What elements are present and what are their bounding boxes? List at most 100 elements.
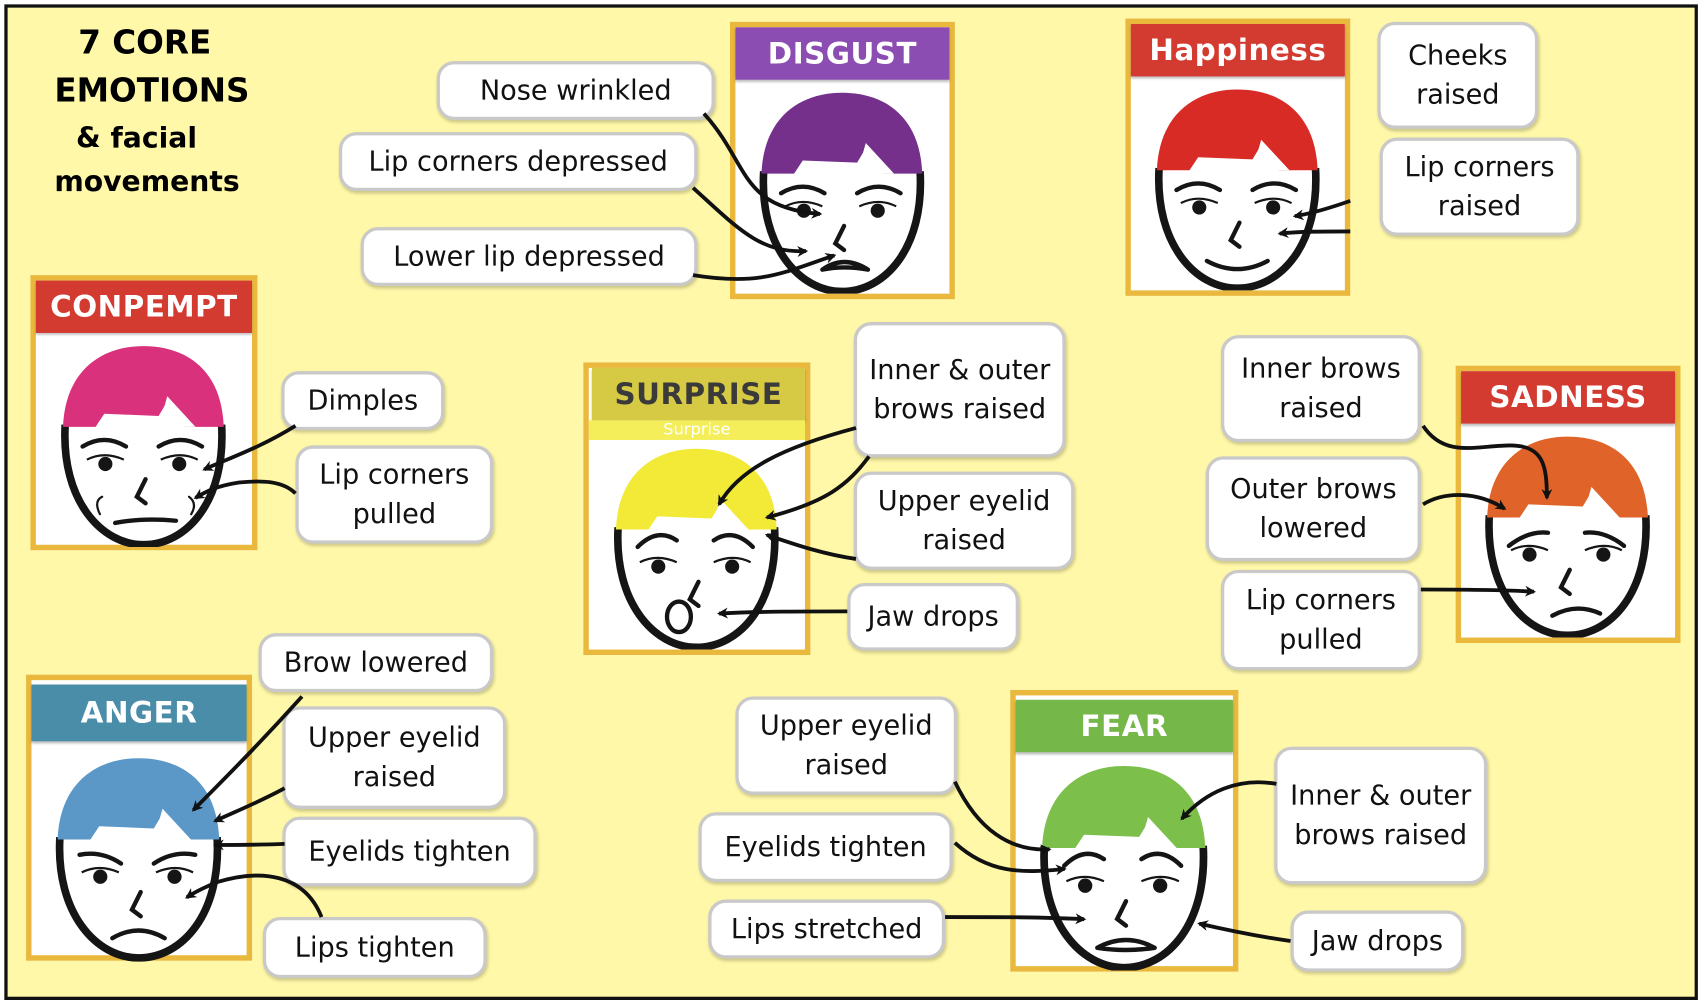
hair-part <box>857 143 895 174</box>
left-brow <box>80 437 129 449</box>
happiness-label-cheeks-raised: Cheeks raised <box>1377 21 1539 129</box>
left-eyelid <box>86 454 125 461</box>
hair-part <box>1252 139 1290 171</box>
hair <box>615 448 777 530</box>
left-eyelid <box>1180 197 1219 205</box>
left-eye <box>93 869 108 884</box>
left-eye <box>1522 547 1537 562</box>
right-eyelid <box>1254 197 1293 205</box>
right-eye <box>172 456 187 472</box>
left-eye <box>98 456 113 472</box>
hair <box>57 758 220 840</box>
hair <box>761 92 923 174</box>
title-line-4: movements <box>54 165 240 199</box>
fear-label-jaw-drops: Jaw drops <box>1290 910 1465 972</box>
contempt-card: CONPEMPT <box>30 275 258 551</box>
right-eye <box>167 869 182 884</box>
surprise-card: SURPRISE Surprise <box>583 362 811 656</box>
left-brow <box>1506 530 1551 549</box>
right-eye <box>870 203 885 218</box>
left-eyelid <box>1510 544 1549 552</box>
hair <box>1156 89 1318 171</box>
left-brow <box>77 851 124 866</box>
right-brow <box>1582 530 1627 549</box>
happiness-card: Happiness <box>1125 18 1351 296</box>
hair <box>1042 766 1206 849</box>
fear-label-lips-stretched: Lips stretched <box>708 899 946 959</box>
mouth <box>664 599 694 635</box>
right-eyelid <box>858 200 897 208</box>
left-brow <box>1062 851 1107 868</box>
fear-header: FEAR <box>1015 699 1233 753</box>
mouth <box>1550 606 1603 618</box>
left-brow <box>1174 181 1223 193</box>
nose <box>1228 220 1242 249</box>
right-eyelid <box>713 556 752 564</box>
fear-label-eyelids-tighten: Eyelids tighten <box>698 812 953 883</box>
right-dimple <box>187 495 196 516</box>
contempt-label-dimples: Dimples <box>281 371 445 431</box>
contempt-header: CONPEMPT <box>35 280 253 333</box>
mouth <box>1204 258 1270 272</box>
happiness-face-icon <box>1155 89 1320 291</box>
right-eye <box>1266 200 1281 215</box>
right-brow <box>711 532 755 550</box>
fear-card: FEAR <box>1010 689 1239 972</box>
sadness-face-icon <box>1485 436 1650 638</box>
nose <box>832 223 847 253</box>
anger-label-upper-eyelid-raised: Upper eyelid raised <box>282 706 507 809</box>
hair-part <box>158 396 196 427</box>
nose <box>129 889 143 919</box>
hair <box>1487 436 1648 518</box>
right-brow <box>156 437 205 449</box>
title-line-2: EMOTIONS <box>54 72 250 111</box>
happiness-label-lip-corners-raised: Lip corners raised <box>1379 137 1580 236</box>
sadness-label-lip-corners-pulled: Lip corners pulled <box>1221 569 1421 671</box>
right-brow <box>1139 851 1184 868</box>
right-brow <box>854 184 903 196</box>
hair-part <box>153 808 191 840</box>
title-line-3: & facial <box>76 122 198 156</box>
left-dimple <box>96 495 104 516</box>
right-eye <box>1596 547 1611 562</box>
hair-part <box>711 498 749 530</box>
left-eye <box>1192 200 1207 215</box>
sadness-label-outer-brows-lowered: Outer brows lowered <box>1205 456 1421 562</box>
disgust-face-icon <box>759 92 925 294</box>
surprise-label-jaw-drops: Jaw drops <box>847 582 1019 651</box>
fear-label-inner-outer-brows-raised: Inner & outer brows raised <box>1274 746 1488 885</box>
fear-label-upper-eyelid-raised: Upper eyelid raised <box>735 696 958 795</box>
anger-label-eyelids-tighten: Eyelids tighten <box>282 816 537 887</box>
anger-face-icon <box>55 758 222 962</box>
surprise-subheader: Surprise <box>588 420 805 440</box>
surprise-header: SURPRISE <box>592 367 805 421</box>
sadness-label-inner-brows-raised: Inner brows raised <box>1221 335 1421 443</box>
right-brow <box>151 851 198 866</box>
hair <box>63 346 224 427</box>
title-line-1: 7 CORE <box>78 24 212 63</box>
right-eye <box>1152 878 1168 893</box>
mouth <box>112 517 179 526</box>
left-eyelid <box>1065 875 1105 883</box>
nose <box>1558 567 1572 597</box>
mouth <box>1095 937 1157 953</box>
right-eyelid <box>155 866 194 874</box>
right-eyelid <box>160 454 199 461</box>
left-eye <box>1078 878 1093 893</box>
right-brow <box>1250 181 1299 193</box>
left-eye <box>651 559 666 574</box>
anger-label-lips-tighten: Lips tighten <box>262 917 487 979</box>
surprise-label-inner-outer-brows-raised: Inner & outer brows raised <box>853 322 1066 458</box>
nose <box>134 477 148 506</box>
fear-face-icon <box>1040 766 1208 971</box>
contempt-face-icon <box>61 346 226 547</box>
hair-part <box>1139 816 1177 849</box>
sadness-header: SADNESS <box>1461 371 1676 424</box>
left-eyelid <box>81 866 120 874</box>
disgust-card: DISGUST <box>729 21 955 300</box>
right-eyelid <box>1140 875 1180 883</box>
mouth <box>110 928 167 941</box>
disgust-label-lower-lip-depressed: Lower lip depressed <box>360 227 698 287</box>
disgust-label-nose-wrinkled: Nose wrinkled <box>436 61 715 121</box>
right-eyelid <box>1584 544 1623 552</box>
